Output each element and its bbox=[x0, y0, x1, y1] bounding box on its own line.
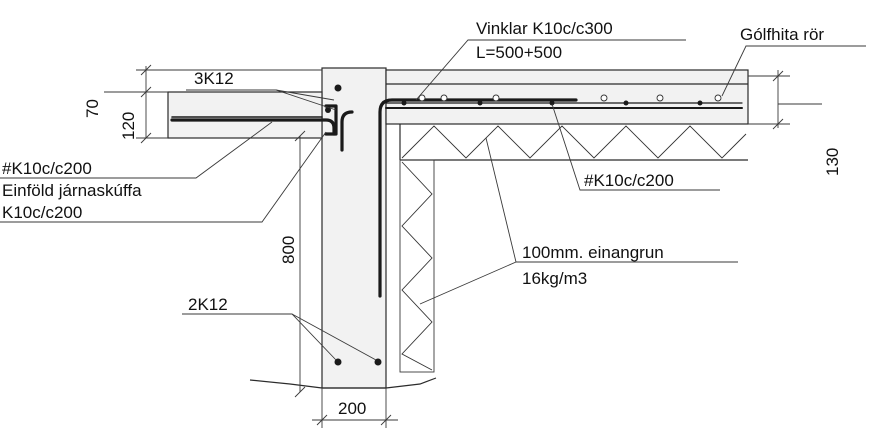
dimension-labels: 70 120 130 800 200 bbox=[83, 99, 842, 418]
dim-70: 70 bbox=[83, 99, 102, 118]
right-slab bbox=[385, 69, 749, 125]
label-stirrup-spacing: K10c/c200 bbox=[2, 203, 82, 222]
insulation-along-wall bbox=[399, 159, 435, 373]
ground-line bbox=[249, 377, 437, 389]
label-insulation-density: 16kg/m3 bbox=[522, 269, 587, 288]
left-slab bbox=[167, 91, 323, 139]
dim-200: 200 bbox=[338, 399, 366, 418]
label-vinklar: Vinklar K10c/c300 bbox=[476, 19, 613, 38]
rebar-dots bbox=[325, 84, 703, 366]
dim-800: 800 bbox=[279, 236, 298, 264]
annotation-labels: Vinklar K10c/c300 L=500+500 Gólfhita rör… bbox=[2, 19, 824, 314]
label-vinklar-length: L=500+500 bbox=[476, 43, 562, 62]
label-top-bars: 3K12 bbox=[194, 69, 234, 88]
floor-heating-pipes bbox=[418, 94, 722, 102]
label-single-stirrup: Einföld járnaskúffa bbox=[2, 181, 142, 200]
insulation-under-slab bbox=[399, 124, 748, 161]
label-golfhita: Gólfhita rör bbox=[740, 25, 824, 44]
dim-120: 120 bbox=[119, 112, 138, 140]
label-slab-mesh-right: #K10c/c200 bbox=[584, 171, 674, 190]
concrete-wall bbox=[321, 67, 387, 389]
leader-lines bbox=[0, 39, 866, 361]
label-insulation: 100mm. einangrun bbox=[522, 243, 664, 262]
rebar bbox=[170, 98, 743, 298]
dimension-lines bbox=[104, 64, 822, 428]
label-bottom-bars: 2K12 bbox=[188, 295, 228, 314]
dim-130: 130 bbox=[823, 148, 842, 176]
label-slab-mesh-left: #K10c/c200 bbox=[2, 159, 92, 178]
